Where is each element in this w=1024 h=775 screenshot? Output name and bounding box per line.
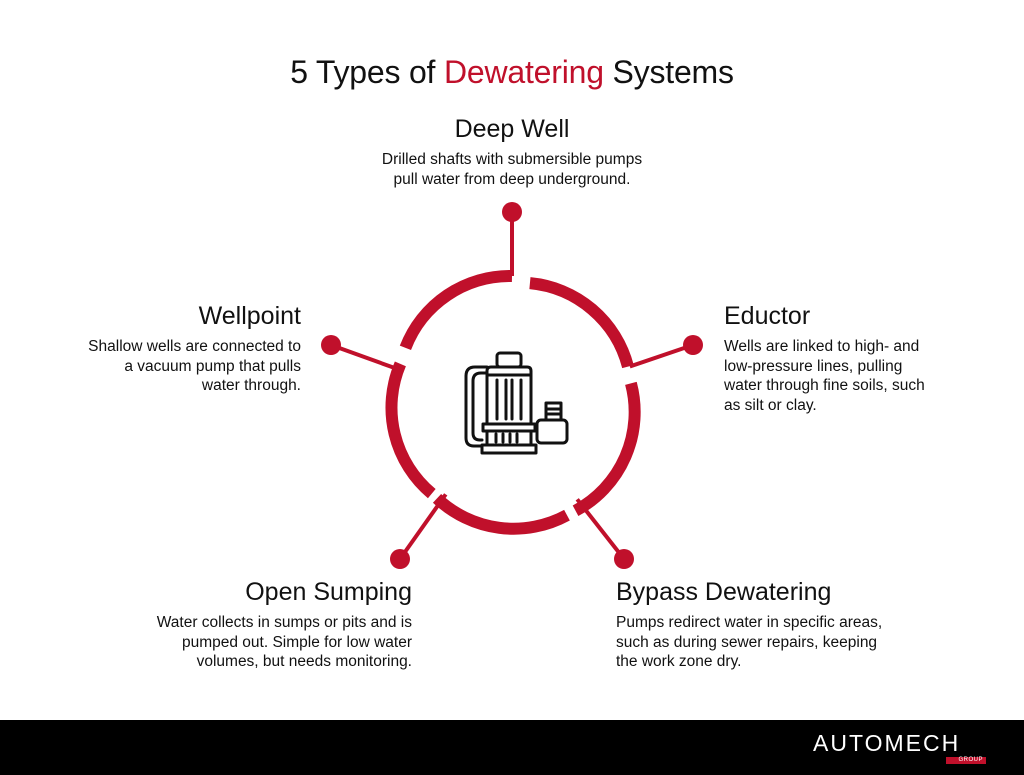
open-sumping-desc-line-1: Water collects in sumps or pits and is bbox=[156, 614, 412, 631]
eductor-desc-line-4: as silt or clay. bbox=[724, 396, 817, 414]
page-title: 5 Types of Dewatering Systems bbox=[0, 54, 1024, 91]
bypass-desc-line-2: such as during sewer repairs, keeping bbox=[616, 633, 878, 651]
connector-wellpoint bbox=[330, 343, 397, 371]
node-open-sumping bbox=[390, 549, 410, 569]
wellpoint-desc-line-3: water through. bbox=[201, 377, 301, 394]
connector-open-sumping bbox=[398, 493, 448, 561]
ring-arc-top-right bbox=[529, 277, 634, 369]
bypass-desc-line-1: Pumps redirect water in specific areas, bbox=[616, 614, 883, 631]
type-eductor: Eductor Wells are linked to high- and lo… bbox=[724, 301, 994, 415]
open-sumping-desc-line-3: volumes, but needs monitoring. bbox=[196, 653, 412, 670]
footer-bar: AUTOMECH GROUP bbox=[0, 720, 1024, 775]
ring-arc-top-left bbox=[399, 269, 513, 351]
wellpoint-desc-line-2: a vacuum pump that pulls bbox=[124, 357, 301, 375]
bypass-heading: Bypass Dewatering bbox=[616, 578, 832, 606]
connectors bbox=[321, 202, 703, 569]
submersible-pump-icon bbox=[464, 351, 569, 455]
ring bbox=[385, 269, 641, 535]
title-suffix: Systems bbox=[603, 54, 734, 91]
ring-arc-right-bottom bbox=[572, 381, 641, 517]
bypass-desc-line-3: the work zone dry. bbox=[616, 653, 742, 670]
eductor-desc-line-3: water through fine soils, such bbox=[724, 377, 925, 394]
node-deep-well bbox=[502, 202, 522, 222]
eductor-heading: Eductor bbox=[724, 302, 811, 330]
node-eductor bbox=[683, 335, 703, 355]
connector-eductor bbox=[629, 343, 694, 369]
connector-bypass bbox=[575, 498, 626, 561]
node-bypass bbox=[614, 549, 634, 569]
ring-arc-bottom bbox=[432, 493, 570, 535]
automech-logo: AUTOMECH GROUP bbox=[813, 730, 988, 770]
logo-group: GROUP bbox=[946, 757, 986, 764]
wellpoint-description: Shallow wells are connected to a vacuum … bbox=[30, 337, 301, 396]
logo-brand: AUTOMECH bbox=[813, 730, 961, 756]
open-sumping-desc-line-2: pumped out. Simple for low water bbox=[181, 633, 412, 651]
type-open-sumping: Open Sumping Water collects in sumps or … bbox=[82, 577, 412, 672]
wellpoint-heading: Wellpoint bbox=[198, 302, 301, 330]
type-wellpoint: Wellpoint Shallow wells are connected to… bbox=[30, 301, 301, 396]
ring-arc-left bbox=[385, 361, 436, 499]
deep-well-desc-line-1: Drilled shafts with submersible pumps bbox=[381, 151, 643, 168]
bypass-description: Pumps redirect water in specific areas, … bbox=[616, 613, 956, 672]
deep-well-description: Drilled shafts with submersible pumps pu… bbox=[312, 150, 712, 189]
type-deep-well: Deep Well Drilled shafts with submersibl… bbox=[312, 114, 712, 189]
open-sumping-heading: Open Sumping bbox=[245, 578, 412, 606]
wellpoint-desc-line-1: Shallow wells are connected to bbox=[88, 338, 301, 355]
title-accent: Dewatering bbox=[443, 54, 604, 91]
title-prefix: 5 Types of bbox=[290, 54, 444, 91]
deep-well-heading: Deep Well bbox=[454, 115, 570, 143]
node-wellpoint bbox=[321, 335, 341, 355]
eductor-description: Wells are linked to high- and low-pressu… bbox=[724, 337, 994, 415]
open-sumping-description: Water collects in sumps or pits and is p… bbox=[82, 613, 412, 672]
eductor-desc-line-2: low-pressure lines, pulling bbox=[724, 357, 903, 375]
deep-well-desc-line-2: pull water from deep underground. bbox=[393, 170, 631, 188]
eductor-desc-line-1: Wells are linked to high- and bbox=[724, 338, 920, 355]
dewatering-diagram bbox=[321, 202, 703, 569]
type-bypass-dewatering: Bypass Dewatering Pumps redirect water i… bbox=[616, 577, 956, 672]
